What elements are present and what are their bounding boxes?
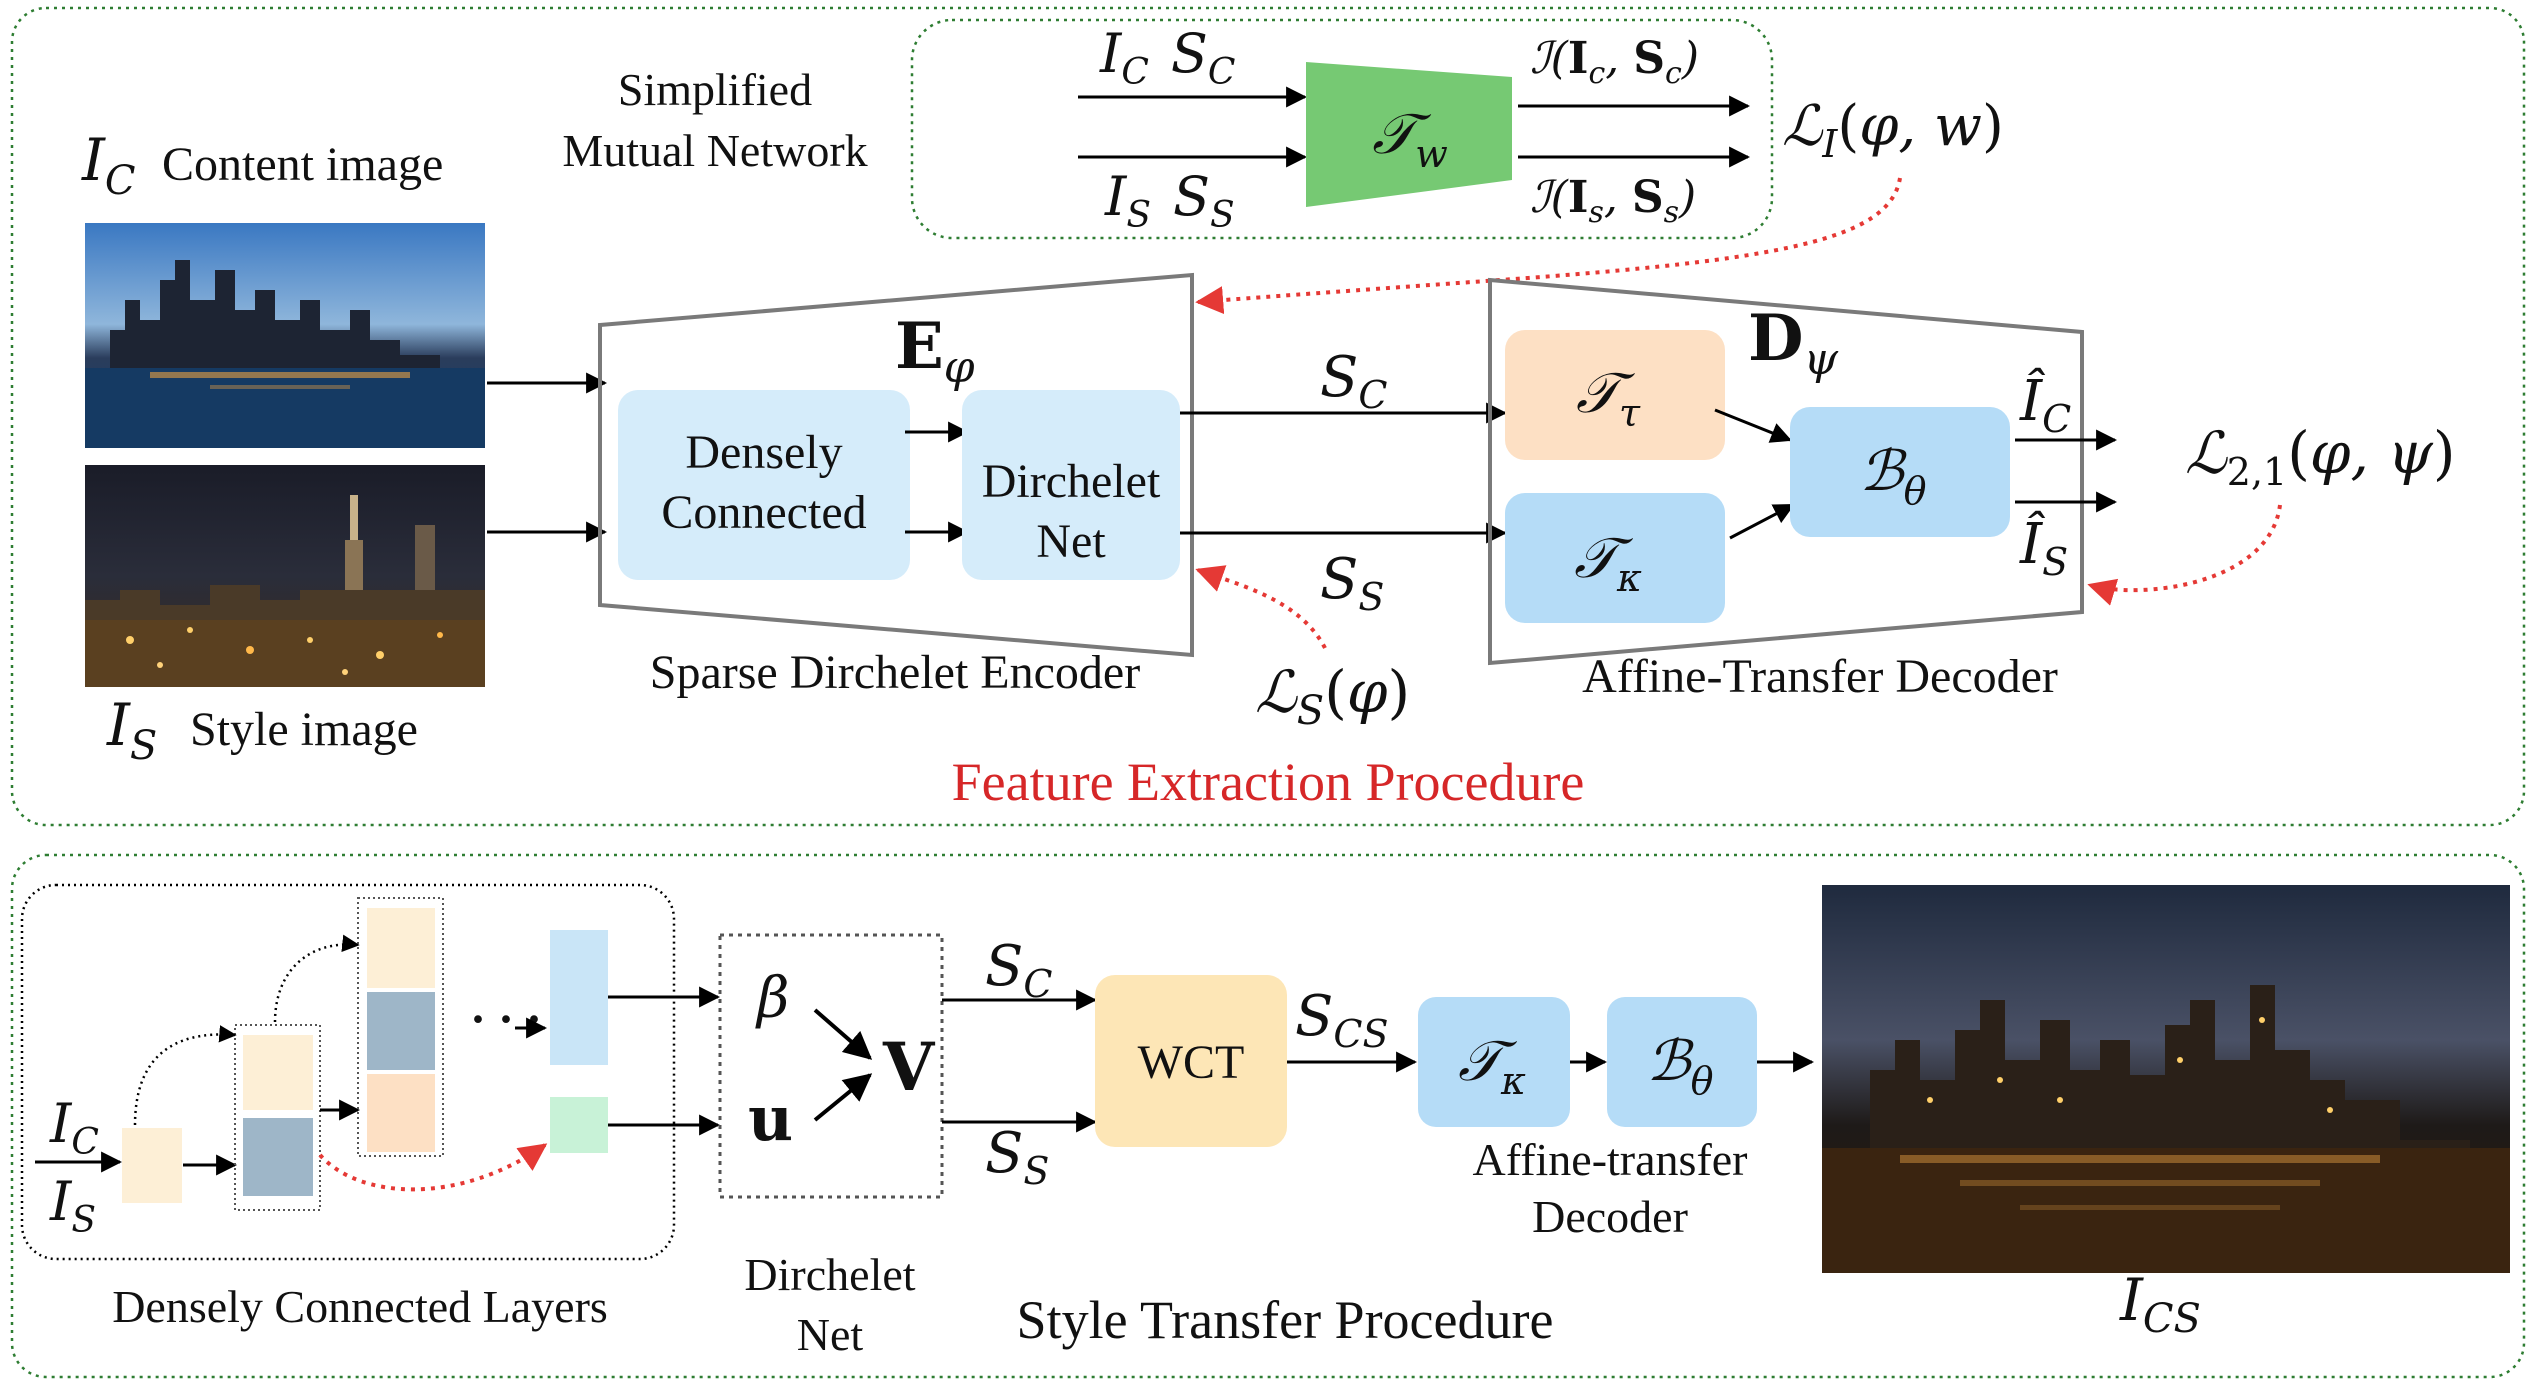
bottom-decoder-line1: Affine-transfer [1472,1134,1747,1185]
mutual-title-line2: Mutual Network [562,125,867,176]
top-panel-title: Feature Extraction Procedure [952,752,1585,812]
dense-red-skip [318,1143,548,1192]
sc-label: SC [1320,345,1387,417]
output-label: ICS [2119,1266,2201,1342]
encoder-name: Eφ [895,309,975,393]
encoder-caption: Sparse Dirchelet Encoder [650,646,1140,699]
t-kappa-block [1505,493,1725,623]
loss-sparse-arrow [1195,565,1327,649]
bottom-dirchelet-line1: Dirchelet [744,1249,915,1300]
style-image [85,465,485,687]
content-symbol: IC [81,126,136,204]
bottom-panel-title: Style Transfer Procedure [1017,1290,1554,1350]
dense-layer-2b [367,992,435,1070]
decoder-name: Dψ [1748,301,1839,385]
ss-label: SS [1320,547,1384,619]
t-kappa-to-b-arrow [1729,503,1795,540]
bottom-sc-label: SC [985,934,1052,1006]
bottom-b-theta-block [1607,997,1757,1127]
beta-symbol: β [755,966,789,1031]
mutual-output-bottom: ℐ(Is, Ss) [1530,172,1696,230]
bottom-dirchelet-line2: Net [797,1309,864,1360]
dense-skip-2 [273,934,360,1023]
mutual-output-top: ℐ(Ic, Sc) [1530,33,1699,91]
loss-recon: ℒ2,1(φ, ψ) [2185,419,2455,494]
decoder-trapezoid [1488,277,2084,666]
dense-line1: Densely [685,426,842,479]
mutual-title-line1: Simplified [618,64,812,115]
content-image [85,223,485,448]
bottom-t-kappa-block [1418,997,1570,1127]
bottom-ss-label: SS [985,1121,1049,1193]
loss-mutual-arrow [1195,177,1902,315]
dense-layer-1a [243,1035,313,1110]
beta-to-v-arrow [813,1008,873,1060]
dense-layer-0 [122,1128,182,1203]
out-s-label: ÎS [2019,510,2068,584]
dense-skip-1 [133,1025,237,1126]
bottom-panel-frame [10,853,2526,1379]
content-label: Content image [162,138,443,191]
top-panel-frame [10,6,2526,827]
bottom-dirchelet-frame [718,933,944,1199]
dir-line1: Dirchelet [982,455,1161,508]
dense-line2: Connected [661,486,866,539]
style-label: Style image [190,703,418,756]
wct-block [1095,975,1287,1147]
mutual-network-frame [910,18,1774,240]
loss-mutual: ℒI(φ, w) [1782,94,2004,166]
bottom-input-c: IC [49,1092,99,1163]
dense-layer-2a [367,908,435,988]
bottom-input-s: IS [49,1170,96,1241]
out-c-label: ÎC [2019,367,2071,441]
loss-recon-arrow [2087,504,2282,606]
t-tau-label: 𝒯τ [1576,361,1641,435]
bottom-decoder-line2: Decoder [1532,1191,1688,1242]
scs-label: SCS [1295,984,1388,1056]
u-to-v-arrow [813,1073,873,1122]
v-symbol: V [882,1028,936,1106]
dense-out-bottom [550,1097,608,1153]
dense-layer-1b [243,1118,313,1196]
dense-group-2 [357,897,444,1157]
t-tau-block [1505,330,1725,460]
dense-out-top [550,930,608,1065]
u-symbol: u [748,1082,793,1155]
b-theta-block [1790,407,2010,537]
dense-layer-2c [367,1074,435,1152]
style-symbol: IS [106,691,157,769]
encoder-trapezoid [598,272,1194,658]
dense-caption: Densely Connected Layers [112,1281,608,1332]
output-image [1822,885,2510,1273]
t-tau-to-b-arrow [1714,408,1792,443]
wct-label: WCT [1138,1036,1245,1089]
dirchelet-net-block [962,390,1180,580]
t-w-block [1306,62,1512,207]
dir-line2: Net [1036,515,1106,568]
loss-sparse: ℒS(φ) [1255,658,1410,734]
densely-connected-block [618,390,910,580]
decoder-caption: Affine-Transfer Decoder [1582,650,2058,703]
